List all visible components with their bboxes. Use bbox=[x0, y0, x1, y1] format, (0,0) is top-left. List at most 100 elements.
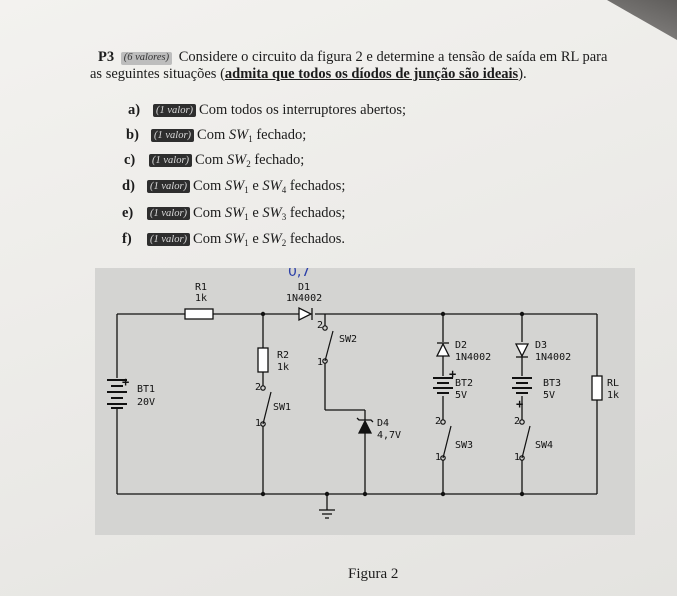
junction-dots bbox=[260, 311, 525, 497]
label-bt1-value: 20V bbox=[137, 397, 155, 408]
problem-intro-line1: P3 (6 valores) Considere o circuito da f… bbox=[98, 50, 607, 65]
question-item-f: f)(1 valor)Com SW1 e SW2 fechados. bbox=[122, 231, 345, 248]
label-rl-value: 1k bbox=[607, 390, 619, 401]
switch-sw1 bbox=[260, 385, 272, 427]
ground-icon bbox=[319, 509, 335, 519]
figure-caption: Figura 2 bbox=[348, 566, 399, 582]
item-points-tag: (1 valor) bbox=[153, 104, 197, 117]
label-bt1-name: BT1 bbox=[137, 384, 155, 395]
item-points-tag: (1 valor) bbox=[147, 207, 191, 220]
label-sw2: SW2 bbox=[339, 334, 357, 345]
pin-label: 2 bbox=[317, 320, 323, 331]
label-rl-name: RL bbox=[607, 378, 619, 389]
switch-sw2 bbox=[322, 325, 334, 364]
item-text: Com bbox=[193, 178, 225, 194]
question-item-e: e)(1 valor)Com SW1 e SW3 fechados; bbox=[122, 205, 345, 222]
label-d2-model: 1N4002 bbox=[455, 352, 491, 363]
label-sw4: SW4 bbox=[535, 440, 553, 451]
problem-intro-line2: as seguintes situações (admita que todos… bbox=[90, 67, 527, 82]
question-item-a: a) (1 valor)Com todos os interruptores ab… bbox=[128, 102, 406, 119]
label-bt1-plus: + bbox=[122, 375, 129, 389]
item-switch-index: 1 bbox=[244, 212, 249, 222]
item-switch-index: 4 bbox=[281, 185, 287, 195]
label-bt2-value: 5V bbox=[455, 390, 467, 401]
item-switch-index: 1 bbox=[244, 238, 249, 248]
resistor-rl bbox=[591, 375, 603, 401]
item-label: a) bbox=[128, 102, 141, 118]
item-text: fechados. bbox=[286, 231, 346, 247]
item-points-tag: (1 valor) bbox=[151, 129, 195, 142]
question-item-d: d)(1 valor)Com SW1 e SW4 fechados; bbox=[122, 178, 345, 195]
item-switch-index: 1 bbox=[248, 134, 253, 144]
battery-bt2 bbox=[433, 377, 453, 394]
pin-label: 1 bbox=[514, 452, 520, 463]
label-bt2-name: BT2 bbox=[455, 378, 473, 389]
label-sw1: SW1 bbox=[273, 402, 291, 413]
item-points-tag: (1 valor) bbox=[149, 154, 193, 167]
pin-label: 2 bbox=[435, 416, 441, 427]
switch-sw4 bbox=[519, 419, 531, 461]
switch-pin-labels: 2 1 2 1 2 1 2 1 bbox=[255, 320, 520, 463]
circuit-wires bbox=[116, 313, 598, 510]
label-d2-name: D2 bbox=[455, 340, 467, 351]
label-bt3-name: BT3 bbox=[543, 378, 561, 389]
item-switch-index: 3 bbox=[281, 212, 287, 222]
resistor-r1 bbox=[184, 308, 214, 320]
label-r2-name: R2 bbox=[277, 350, 289, 361]
label-d4-value: 4,7V bbox=[377, 430, 401, 441]
pin-label: 2 bbox=[514, 416, 520, 427]
battery-bt3 bbox=[512, 377, 532, 394]
label-r2-value: 1k bbox=[277, 362, 289, 373]
label-d4-name: D4 bbox=[377, 418, 389, 429]
item-label: f) bbox=[122, 231, 132, 247]
problem-number: P3 bbox=[98, 49, 115, 65]
item-text: e bbox=[248, 205, 263, 221]
item-text: Com bbox=[195, 152, 227, 168]
item-text: Com bbox=[193, 205, 225, 221]
item-text: e bbox=[248, 178, 263, 194]
label-d3-model: 1N4002 bbox=[535, 352, 571, 363]
diode-d1 bbox=[298, 306, 313, 322]
zener-diode-d4 bbox=[356, 417, 374, 434]
item-points-tag: (1 valor) bbox=[147, 233, 191, 246]
battery-bt1 bbox=[107, 379, 127, 409]
item-text: e bbox=[248, 231, 263, 247]
problem-text-line1: Considere o circuito da figura 2 e deter… bbox=[178, 49, 608, 65]
problem-points-tag: (6 valores) bbox=[120, 52, 173, 65]
question-item-b: b)(1 valor)Com SW1 fechado; bbox=[126, 127, 306, 144]
item-text: fechados; bbox=[286, 205, 346, 221]
item-label: d) bbox=[122, 178, 135, 194]
pin-label: 2 bbox=[255, 382, 261, 393]
problem-text-line2c: ). bbox=[518, 66, 527, 82]
label-bt3-value: 5V bbox=[543, 390, 555, 401]
item-switch-symbol: SW bbox=[226, 152, 247, 168]
item-switch-index: 2 bbox=[246, 159, 251, 169]
pin-label: 1 bbox=[435, 452, 441, 463]
label-bt3-plus: + bbox=[516, 397, 523, 411]
item-label: e) bbox=[122, 205, 134, 221]
item-text: fechado; bbox=[252, 127, 307, 143]
item-text: Com todos os interruptores abertos; bbox=[199, 102, 407, 118]
question-item-c: c) (1 valor)Com SW2 fechado; bbox=[124, 152, 304, 169]
pin-label: 1 bbox=[255, 418, 261, 429]
item-switch-symbol: SW bbox=[228, 127, 249, 143]
circuit-diagram-svg: 0,7 R1 1k D1 1N4002 R2 1k SW2 SW1 BT1 20… bbox=[107, 268, 619, 519]
item-switch-symbol: SW bbox=[262, 178, 282, 194]
diode-d2 bbox=[435, 342, 451, 357]
item-switch-symbol: SW bbox=[224, 178, 245, 194]
item-text: Com bbox=[193, 231, 225, 247]
problem-text-emphasis: admita que todos os díodos de junção são… bbox=[224, 66, 519, 82]
item-switch-index: 2 bbox=[281, 238, 287, 248]
item-points-tag: (1 valor) bbox=[147, 180, 191, 193]
item-text: fechados; bbox=[286, 178, 346, 194]
item-switch-symbol: SW bbox=[262, 231, 282, 247]
label-bt2-plus: + bbox=[449, 367, 456, 381]
item-label: c) bbox=[124, 152, 136, 168]
item-switch-symbol: SW bbox=[224, 231, 245, 247]
circuit-schematic: 0,7 R1 1k D1 1N4002 R2 1k SW2 SW1 BT1 20… bbox=[95, 268, 635, 535]
handwritten-note: 0,7 bbox=[288, 268, 310, 280]
item-switch-symbol: SW bbox=[224, 205, 245, 221]
label-d3-name: D3 bbox=[535, 340, 547, 351]
label-r1-value: 1k bbox=[195, 293, 207, 304]
item-text: fechado; bbox=[250, 152, 305, 168]
